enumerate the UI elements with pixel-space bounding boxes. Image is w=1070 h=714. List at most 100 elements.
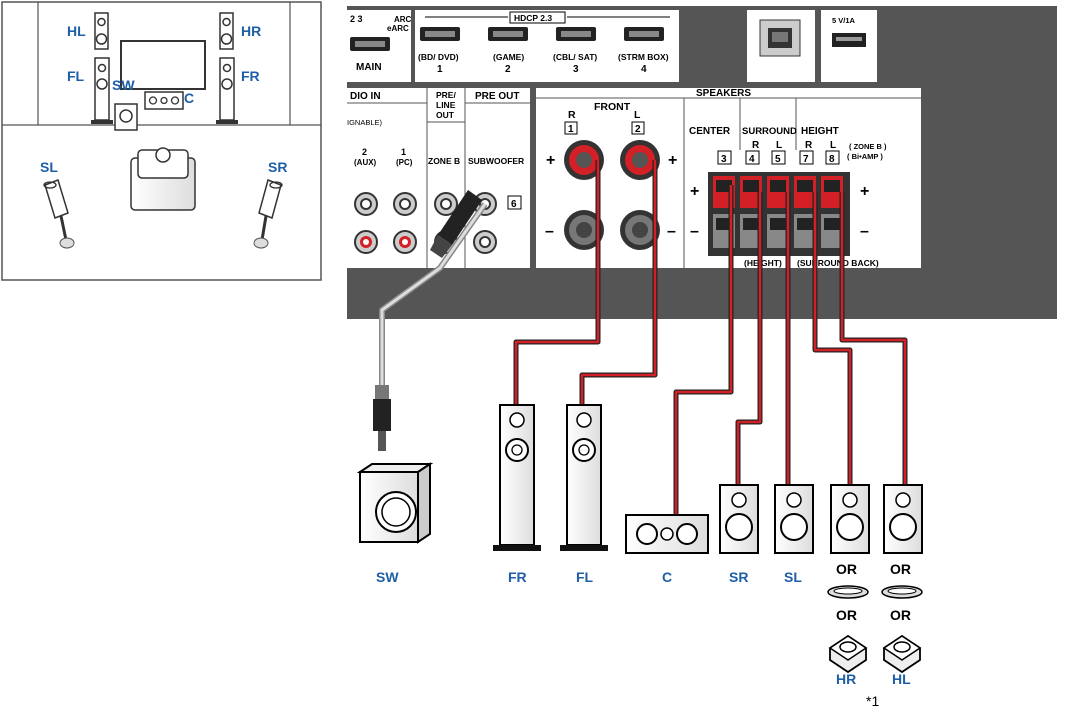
- label-sl: SL: [784, 569, 802, 585]
- speakers-title: SPEAKERS: [696, 88, 751, 99]
- sr-bookshelf-icon: [719, 484, 759, 554]
- hdmi-port-4: (STRM BOX) 4: [618, 27, 669, 75]
- front-l-minus-terminal: [620, 210, 660, 250]
- sofa-icon: [130, 147, 196, 211]
- svg-text:L: L: [634, 109, 641, 121]
- hl-bookshelf-icon: [883, 484, 923, 554]
- svg-text:SUBWOOFER: SUBWOOFER: [468, 156, 524, 166]
- speaker-labels: SW FR FL C SR SL OR OR OR OR HR HL *1: [376, 561, 911, 709]
- svg-text:1: 1: [437, 64, 443, 75]
- svg-text:3: 3: [573, 64, 579, 75]
- room-label-hr: HR: [241, 23, 261, 39]
- receiver-rear-panel: 2 3 ARC eARC HDCP 2.3 MAIN (BD/ DVD) 1 (…: [347, 6, 1057, 319]
- fr-tower-icon: [493, 404, 541, 551]
- subwoofer-icon: [356, 462, 434, 544]
- svg-text:LINE: LINE: [436, 100, 456, 110]
- label-or-3: OR: [836, 607, 857, 623]
- hdmi-port-1: (BD/ DVD) 1: [418, 27, 460, 75]
- audio-in-sub: IGNABLE): [347, 118, 383, 127]
- svg-text:FRONT: FRONT: [594, 101, 631, 113]
- label-or-1: OR: [836, 561, 857, 577]
- rca-plug-bottom: [373, 385, 391, 451]
- hdmi-label-23: 2 3: [350, 14, 363, 24]
- svg-text:3: 3: [721, 154, 727, 165]
- svg-text:ZONE B: ZONE B: [428, 156, 460, 166]
- svg-text:4: 4: [641, 64, 647, 75]
- speaker-row: [356, 404, 923, 674]
- svg-text:8: 8: [829, 154, 835, 165]
- hr-bookshelf-icon: [830, 484, 870, 554]
- fr-speaker-icon: [216, 57, 238, 124]
- rca-jack-white-2: [354, 192, 378, 216]
- rca-jack-white-1: [393, 192, 417, 216]
- room-label-sw: SW: [112, 77, 135, 93]
- room-label-sl: SL: [40, 159, 58, 175]
- svg-text:4: 4: [749, 154, 755, 165]
- svg-text:MAIN: MAIN: [356, 62, 382, 73]
- label-sr: SR: [729, 569, 748, 585]
- svg-text:(CBL/ SAT): (CBL/ SAT): [553, 52, 597, 62]
- sl-speaker-icon: [43, 179, 75, 249]
- svg-text:–: –: [860, 223, 869, 240]
- svg-text:–: –: [667, 223, 676, 240]
- svg-text:CENTER: CENTER: [689, 126, 731, 137]
- room-label-fr: FR: [241, 68, 260, 84]
- rca-jack-sub-bottom: [473, 230, 497, 254]
- svg-text:( ZONE B ): ( ZONE B ): [849, 142, 887, 151]
- svg-text:R: R: [568, 109, 576, 121]
- front-r-minus-terminal: [564, 210, 604, 250]
- sr-speaker-icon: [253, 179, 283, 249]
- label-hr: HR: [836, 671, 856, 687]
- rca-plug-top: [430, 190, 482, 258]
- svg-text:+: +: [690, 183, 699, 200]
- rca-jack-red-2: [354, 230, 378, 254]
- front-r-plus-terminal: [564, 140, 604, 180]
- svg-text:HEIGHT: HEIGHT: [801, 126, 839, 137]
- label-fr: FR: [508, 569, 527, 585]
- svg-text:1: 1: [568, 124, 574, 135]
- svg-text:–: –: [690, 223, 699, 240]
- svg-text:(AUX): (AUX): [354, 158, 377, 167]
- svg-text:7: 7: [803, 154, 809, 165]
- label-or-2: OR: [890, 561, 911, 577]
- audio-in-title: DIO IN: [350, 91, 381, 102]
- sl-bookshelf-icon: [774, 484, 814, 554]
- svg-text:(GAME): (GAME): [493, 52, 524, 62]
- svg-text:(HEIGHT): (HEIGHT): [744, 258, 782, 268]
- c-room-icon: [144, 91, 184, 110]
- svg-text:–: –: [545, 223, 554, 240]
- hl-speaker-icon: [94, 12, 109, 50]
- svg-text:R: R: [752, 140, 760, 151]
- hl-enabled-speaker-icon: [882, 634, 922, 674]
- svg-text:( Bi•AMP ): ( Bi•AMP ): [847, 152, 883, 161]
- rca-jack-zoneb-top: [434, 192, 458, 216]
- arc-label: ARC: [394, 15, 412, 24]
- svg-text:2: 2: [635, 124, 641, 135]
- svg-text:SURROUND: SURROUND: [742, 126, 797, 137]
- svg-text:(SURROUND BACK): (SURROUND BACK): [797, 258, 879, 268]
- hdmi-port-2: (GAME) 2: [488, 27, 528, 75]
- room-label-sr: SR: [268, 159, 287, 175]
- svg-text:OUT: OUT: [436, 110, 455, 120]
- fl-tower-icon: [560, 404, 608, 551]
- svg-text:R: R: [805, 140, 813, 151]
- svg-text:L: L: [830, 140, 836, 151]
- sw-room-icon: [114, 103, 138, 131]
- speaker-wires: [373, 160, 908, 515]
- center-speaker-icon: [625, 514, 709, 554]
- label-sw: SW: [376, 569, 399, 585]
- svg-text:5: 5: [775, 154, 781, 165]
- ethernet-port-icon: [759, 19, 801, 57]
- svg-text:1: 1: [401, 147, 406, 157]
- svg-text:+: +: [546, 152, 555, 169]
- svg-text:+: +: [668, 152, 677, 169]
- label-hl: HL: [892, 671, 911, 687]
- svg-text:PRE/: PRE/: [436, 90, 456, 100]
- svg-text:+: +: [860, 183, 869, 200]
- room-label-hl: HL: [67, 23, 86, 39]
- room-label-fl: FL: [67, 68, 85, 84]
- pre-out-title: PRE OUT: [475, 91, 519, 102]
- rca-jack-red-1: [393, 230, 417, 254]
- hr-enabled-speaker-icon: [828, 634, 868, 674]
